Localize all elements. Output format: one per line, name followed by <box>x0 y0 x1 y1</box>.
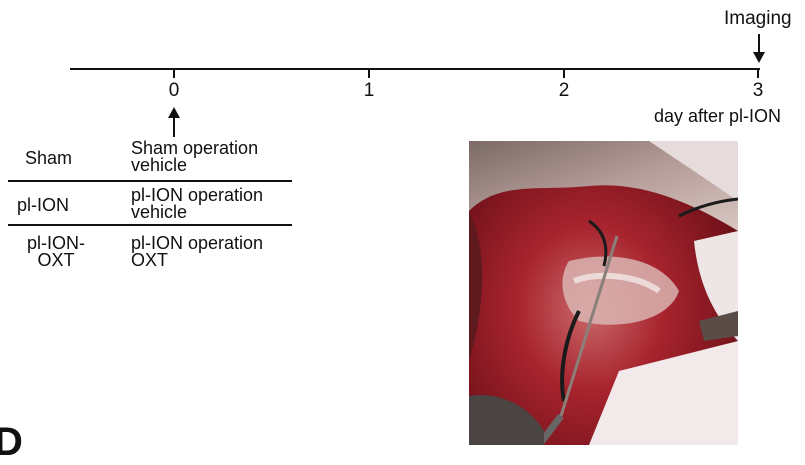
imaging-label: Imaging <box>724 8 792 30</box>
tick-label-2: 2 <box>549 80 579 102</box>
arrow-up-icon <box>165 107 183 137</box>
table-divider <box>8 180 292 182</box>
tick-label-3: 3 <box>743 80 773 102</box>
arrow-down-icon <box>750 34 768 64</box>
treatment-plion-oxt: pl-ION operation OXT <box>131 235 263 269</box>
tick-1 <box>368 69 370 78</box>
group-name-plion-oxt: pl-ION- OXT <box>17 235 95 269</box>
treatment-line: vehicle <box>131 157 258 174</box>
treatment-plion: pl-ION operation vehicle <box>131 187 263 221</box>
surgical-photo <box>469 141 738 445</box>
tick-label-0: 0 <box>159 80 189 102</box>
tick-2 <box>563 69 565 78</box>
treatment-line: vehicle <box>131 204 263 221</box>
group-name-line: OXT <box>17 252 95 269</box>
group-name-sham: Sham <box>25 150 72 167</box>
tick-0 <box>173 69 175 78</box>
tick-label-1: 1 <box>354 80 384 102</box>
tick-3 <box>757 69 759 78</box>
time-unit-label: day after pl-ION <box>654 106 781 127</box>
treatment-sham: Sham operation vehicle <box>131 140 258 174</box>
panel-label-fragment: D <box>0 420 23 465</box>
treatment-line: OXT <box>131 252 263 269</box>
table-divider <box>8 224 292 226</box>
group-name-plion: pl-ION <box>17 197 69 214</box>
